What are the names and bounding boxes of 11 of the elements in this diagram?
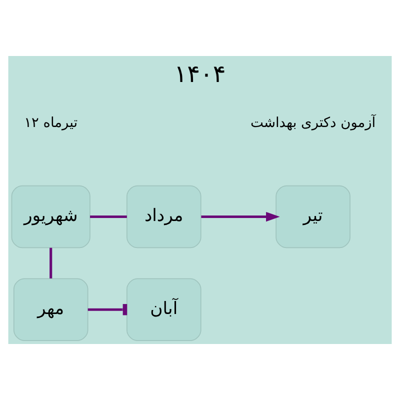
node-box: تیر — [276, 185, 350, 248]
connector — [90, 215, 127, 218]
connector — [50, 248, 52, 278]
label: آزمون دکتری بهداشت — [250, 115, 376, 132]
node-box: مهر — [13, 278, 88, 341]
node-box: شهریور — [11, 185, 90, 248]
node-box: مرداد — [126, 185, 202, 248]
diagram-title: ۱۴۰۴ — [174, 60, 226, 88]
arrow — [201, 212, 280, 222]
label: تیرماه ۱۲ — [24, 115, 78, 132]
node-box: آبان — [126, 278, 202, 341]
